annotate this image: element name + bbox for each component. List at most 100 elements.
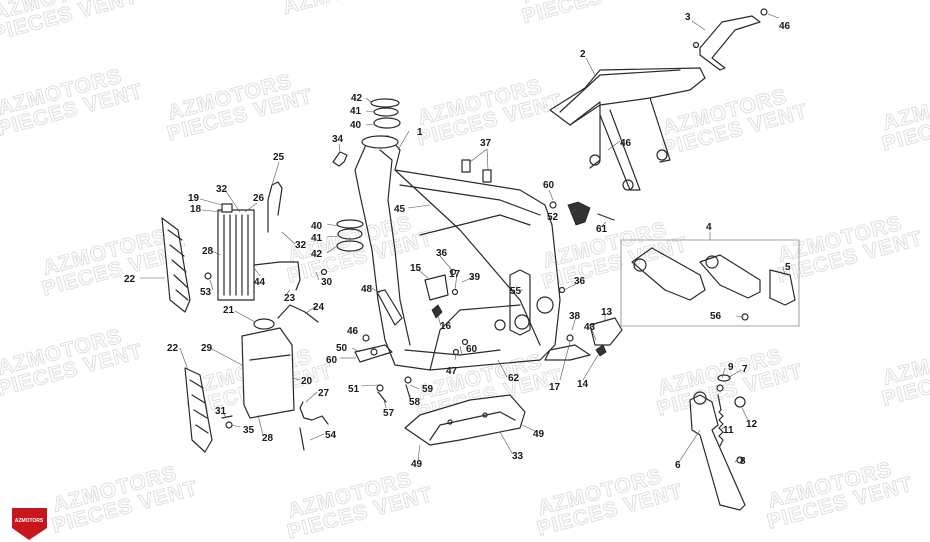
callout-46c: 46 [347,326,359,337]
engine-mount [424,274,449,319]
callout-40b: 40 [350,120,362,131]
watermark: AZMOTORS PIECES VENT [284,467,436,542]
callout-3: 3 [685,12,691,23]
watermark-line1: AZMOTORS [280,0,409,19]
callout-36a: 36 [436,248,448,259]
callout-38: 38 [569,311,581,322]
radiator-louver-right [161,217,191,313]
cable-clip [332,151,348,167]
callout-5: 5 [785,262,791,273]
temp-sensor-wire [299,401,329,425]
callout-41a: 41 [311,233,323,244]
shield-icon [12,508,47,540]
callout-42a: 42 [311,249,323,260]
callout-28a: 28 [202,246,214,257]
callout-59: 59 [422,384,434,395]
callout-42b: 42 [351,93,363,104]
watermark: AZMOTORS PIECES VENT [0,324,146,401]
callout-9: 9 [728,362,734,373]
leader-lines [140,13,786,463]
callout-11: 11 [723,425,734,436]
brake-pedal [544,317,623,361]
watermark: AZMOTORS PIECES VENT [519,0,671,29]
callout-1: 1 [417,127,423,138]
callout-24: 24 [313,302,325,313]
callout-17b: 17 [549,382,561,393]
callout-60a: 60 [543,180,555,191]
callout-23: 23 [284,293,296,304]
callout-56: 56 [710,311,722,322]
chain-guide [567,201,591,226]
callout-55: 55 [510,286,522,297]
callout-50: 50 [336,343,348,354]
callout-30: 30 [321,277,333,288]
callout-17a: 17 [449,269,461,280]
callout-14: 14 [577,379,589,390]
small-fasteners [204,8,768,429]
watermark: AZMOTORS PIECES VENT [0,64,146,141]
callout-15: 15 [410,263,422,274]
callout-39: 39 [469,272,481,283]
callout-52: 52 [547,212,559,223]
radiator-hose-lower [277,304,319,323]
callout-61: 61 [596,224,608,235]
callout-18: 18 [190,204,202,215]
watermark: AZMOTORS [280,0,410,19]
callout-36b: 36 [574,276,586,287]
steering-bearings-top [370,98,401,129]
callout-20: 20 [301,376,313,387]
radiator-right [217,203,255,301]
callout-labels: 1 2 3 4 5 6 7 8 9 11 12 13 14 15 16 17 1… [124,12,791,471]
expansion-tank [241,318,295,419]
callout-25: 25 [273,152,285,163]
parts-layer: AZMOTORS [12,8,800,540]
callout-28b: 28 [262,433,274,444]
azmotors-logo: AZMOTORS [12,508,47,540]
watermark: AZMOTORS PIECES VENT [879,79,930,156]
callout-58: 58 [409,397,421,408]
callout-57: 57 [383,408,395,419]
callout-44: 44 [254,277,266,288]
watermark: AZMOTORS PIECES VENT [164,69,316,146]
logo-text: AZMOTORS [15,518,44,524]
callout-60c: 60 [326,355,338,366]
callout-33: 33 [512,451,524,462]
callout-22a: 22 [124,274,136,285]
watermark: AZMOTORS PIECES VENT [49,461,201,538]
callout-60b: 60 [466,344,478,355]
rear-subframe [549,67,706,191]
callout-6: 6 [675,460,681,471]
callout-62: 62 [508,373,520,384]
frame-bracket-50 [354,344,393,363]
clamp-31 [221,415,233,419]
callout-22b: 22 [167,343,179,354]
watermark-line2: PIECES VENT [520,0,671,28]
callout-34: 34 [332,134,344,145]
callout-49b: 49 [411,459,423,470]
callout-49a: 49 [533,429,545,440]
callout-4: 4 [706,222,712,233]
frame-mount-37 [461,159,492,183]
radiator-hose-upper [267,181,283,233]
watermark: AZMOTORS PIECES VENT [534,464,686,541]
sidestand [689,391,746,511]
bolt-61 [597,213,615,221]
callout-51: 51 [348,384,360,395]
callout-19: 19 [188,193,200,204]
callout-16: 16 [440,321,452,332]
callout-41b: 41 [350,106,362,117]
radiator-louver-left [184,367,213,453]
callout-43: 43 [584,322,596,333]
callout-53: 53 [200,287,212,298]
callout-2: 2 [580,49,586,60]
callout-54: 54 [325,430,337,441]
frame-bracket-48 [376,289,403,326]
callout-46a: 46 [779,21,791,32]
callout-8: 8 [740,456,746,467]
callout-45: 45 [394,204,406,215]
watermark: AZMOTORS PIECES VENT [879,334,930,411]
sidestand-hardware [716,374,746,464]
callout-26: 26 [253,193,265,204]
main-frame [354,135,561,371]
